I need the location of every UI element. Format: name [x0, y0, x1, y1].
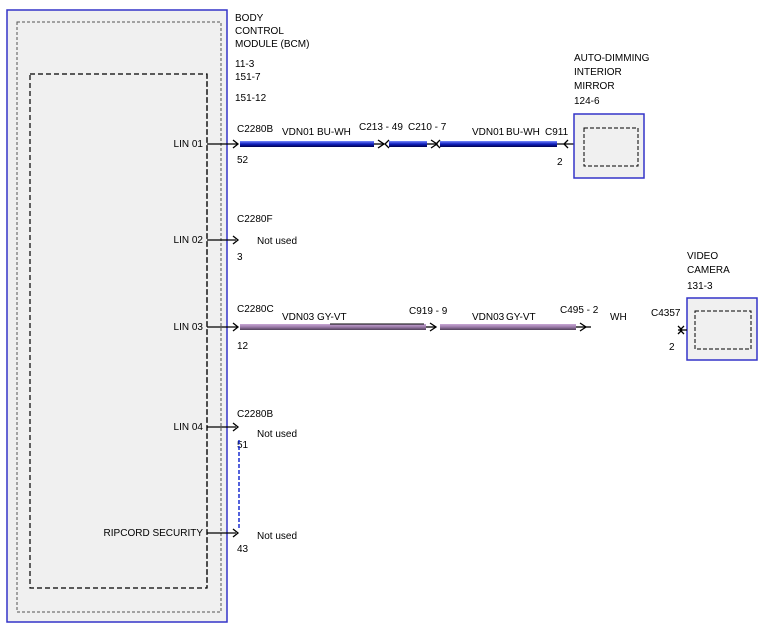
connector-c4357: C4357: [651, 308, 681, 319]
wire-color-gy-vt-a: GY-VT: [317, 312, 347, 323]
mirror-title-line: INTERIOR: [574, 67, 622, 78]
status-not-used-lin02: Not used: [257, 236, 297, 247]
pin-label-ripcord-security: RIPCORD SECURITY: [104, 528, 204, 539]
wire-lin03[interactable]: [240, 324, 576, 330]
pin-number-43: 43: [237, 544, 249, 555]
connector-c2280c: C2280C: [237, 304, 274, 315]
pin-number-52: 52: [237, 155, 249, 166]
pin-number-12: 12: [237, 341, 249, 352]
pin-number-51: 51: [237, 440, 249, 451]
connector-c911: C911: [545, 127, 569, 138]
status-not-used-lin04: Not used: [257, 429, 297, 440]
bcm-title-line: CONTROL: [235, 26, 284, 37]
bcm-ref: 11-3: [235, 59, 255, 70]
status-not-used-ripcord: Not used: [257, 531, 297, 542]
circuit-vdn03-b: VDN03: [472, 312, 505, 323]
circuit-vdn03-a: VDN03: [282, 312, 315, 323]
connector-c2280b-lin04: C2280B: [237, 409, 273, 420]
mirror-ref: 124-6: [574, 96, 600, 107]
bcm-title-line: MODULE (BCM): [235, 39, 309, 50]
bcm-ref: 151-12: [235, 93, 267, 104]
camera-ref: 131-3: [687, 281, 713, 292]
splice-c919-9: C919 - 9: [409, 306, 448, 317]
pin-label-lin02: LIN 02: [174, 235, 204, 246]
wire-color-bu-wh-a: BU-WH: [317, 127, 351, 138]
inline-connectors-lin03: [426, 322, 591, 332]
connector-c2280b-lin01: C2280B: [237, 124, 273, 135]
camera-module[interactable]: [686, 297, 758, 361]
inline-connectors-lin01: [374, 139, 574, 149]
connector-c2280f: C2280F: [237, 214, 273, 225]
camera-title: VIDEO CAMERA 131-3: [687, 251, 730, 292]
wire-color-gy-vt-b: GY-VT: [506, 312, 536, 323]
circuit-vdn01-a: VDN01: [282, 127, 315, 138]
pin-label-lin04: LIN 04: [174, 422, 204, 433]
wire-color-bu-wh-b: BU-WH: [506, 127, 540, 138]
wire-color-wh: WH: [610, 312, 627, 323]
circuit-vdn01-b: VDN01: [472, 127, 505, 138]
bcm-title-line: BODY: [235, 13, 264, 24]
connector-c495-2: C495 - 2: [560, 305, 599, 316]
bcm-module[interactable]: [6, 9, 228, 623]
bcm-ref: 151-7: [235, 72, 261, 83]
wire-lin01[interactable]: [240, 141, 557, 147]
connector-chevrons: [232, 139, 240, 538]
mirror-title-line: AUTO-DIMMING: [574, 53, 650, 64]
camera-title-line: CAMERA: [687, 265, 730, 276]
camera-title-line: VIDEO: [687, 251, 718, 262]
pin-label-lin03: LIN 03: [174, 322, 204, 333]
splice-c210-7: C210 - 7: [408, 122, 447, 133]
mirror-title-line: MIRROR: [574, 81, 615, 92]
pin-number-3: 3: [237, 252, 243, 263]
pin-label-lin01: LIN 01: [174, 139, 204, 150]
mirror-module[interactable]: [573, 113, 645, 179]
bcm-title: BODY CONTROL MODULE (BCM) 11-3 151-7 151…: [235, 13, 309, 104]
pin-number-camera-2: 2: [669, 342, 675, 353]
pin-number-mirror-2: 2: [557, 157, 563, 168]
splice-c213-49: C213 - 49: [359, 122, 403, 133]
inline-connectors-camera: [677, 325, 687, 335]
mirror-title: AUTO-DIMMING INTERIOR MIRROR 124-6: [574, 53, 650, 107]
pin-stubs: [207, 143, 238, 534]
